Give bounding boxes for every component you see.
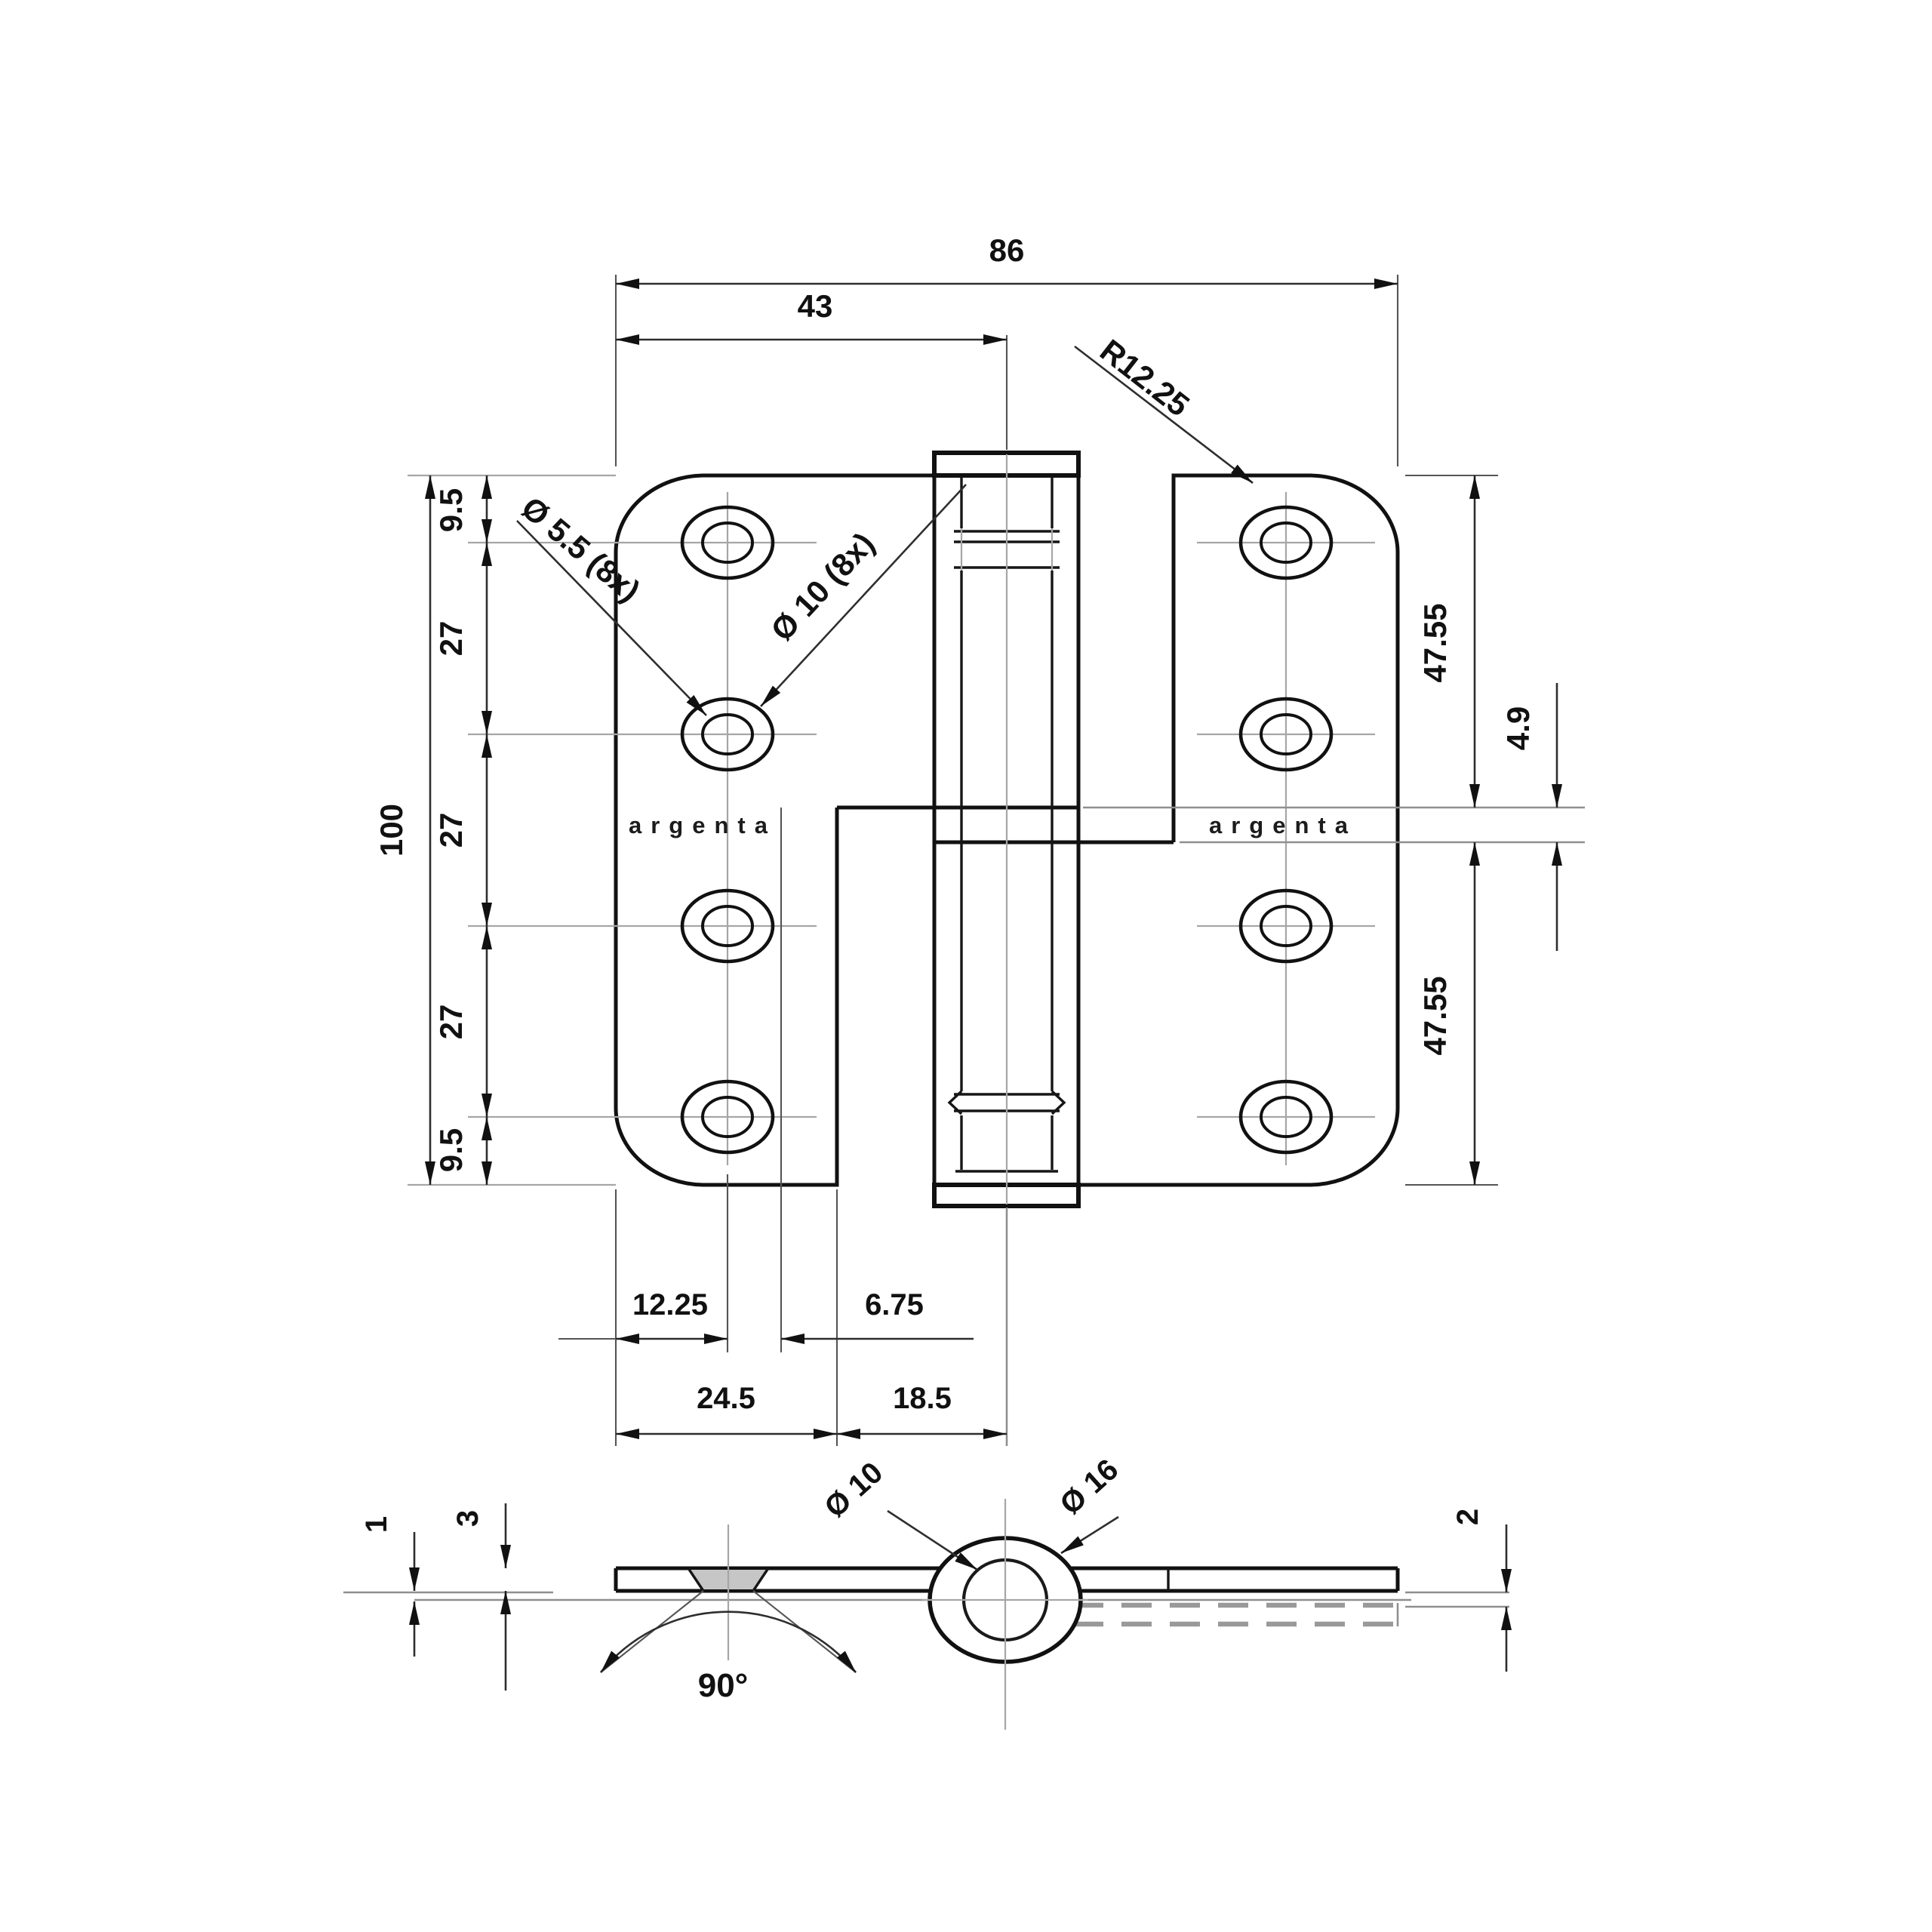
dimension-step-offset: 4.9 bbox=[1500, 683, 1562, 951]
screw-holes bbox=[680, 505, 1334, 1155]
front-view: argenta argenta 86 43 R12.25 100 bbox=[374, 232, 1585, 1446]
left-leaf bbox=[614, 473, 1078, 1187]
right-hole-4 bbox=[1238, 1079, 1334, 1155]
dim-4755-bottom-label: 47.55 bbox=[1417, 976, 1453, 1055]
dimension-overall-width: 86 bbox=[614, 232, 1399, 466]
dim-185-label: 18.5 bbox=[893, 1382, 952, 1415]
angle-90-label: 90° bbox=[698, 1667, 749, 1704]
left-leaf-section bbox=[614, 1524, 960, 1660]
right-hole-1 bbox=[1238, 505, 1334, 580]
knuckle-section bbox=[922, 1499, 1088, 1730]
left-row-lines bbox=[468, 541, 817, 1118]
right-row-lines bbox=[1197, 541, 1375, 1118]
dim-3-label: 3 bbox=[451, 1510, 485, 1527]
dim-675-label: 6.75 bbox=[865, 1288, 924, 1321]
dim-4755-top-label: 47.55 bbox=[1417, 603, 1453, 682]
dim-43-label: 43 bbox=[798, 288, 833, 324]
dim-1-label: 1 bbox=[360, 1516, 393, 1533]
right-hole-3 bbox=[1238, 888, 1334, 964]
knuckle-barrel bbox=[932, 451, 1081, 1208]
dimension-leaf-gap: 1 bbox=[360, 1516, 420, 1657]
left-hole-2 bbox=[680, 697, 775, 772]
section-view: 90° Ø 10 Ø 16 3 bbox=[343, 1453, 1512, 1730]
radius-label: R12.25 bbox=[1094, 332, 1196, 423]
countersink-hole-label: Ø 5.5 (8x) bbox=[515, 490, 647, 609]
dimension-hole-chain: 9.5 27 27 27 9.5 bbox=[433, 475, 492, 1185]
left-hole-1 bbox=[680, 505, 775, 580]
dim-2-label: 2 bbox=[1451, 1509, 1484, 1525]
chain-9-5-bottom: 9.5 bbox=[433, 1128, 469, 1172]
dim-4-9-label: 4.9 bbox=[1500, 706, 1536, 750]
dim-86-label: 86 bbox=[989, 232, 1025, 268]
countersink-slants bbox=[687, 1567, 770, 1592]
right-hole-2 bbox=[1238, 697, 1334, 772]
chain-27-3: 27 bbox=[433, 1004, 469, 1040]
leaf-edge-extension-lines bbox=[408, 474, 616, 1186]
dimension-corner-radius: R12.25 bbox=[1074, 332, 1254, 485]
dim-1225-label: 12.25 bbox=[632, 1288, 708, 1321]
left-leaf-outline bbox=[614, 473, 934, 1187]
right-leaf bbox=[934, 473, 1400, 1187]
chain-27-2: 27 bbox=[433, 813, 469, 848]
chain-9-5-top: 9.5 bbox=[433, 488, 469, 532]
pin-sleeve-lines bbox=[960, 477, 1054, 1170]
brand-right: argenta bbox=[1209, 812, 1357, 838]
dim-100-label: 100 bbox=[374, 804, 409, 857]
left-hole-3 bbox=[680, 888, 775, 964]
pin-diameter-label: Ø 10 bbox=[818, 1456, 889, 1524]
dimension-overall-height: 100 bbox=[374, 475, 435, 1185]
left-hole-4 bbox=[680, 1079, 775, 1155]
hole-callouts: Ø 5.5 (8x) Ø 10 (8x) bbox=[515, 484, 967, 716]
knuckle-diameter-label: Ø 16 bbox=[1054, 1453, 1124, 1521]
brand-left: argenta bbox=[629, 812, 777, 838]
dimension-second-leaf-thickness: 2 bbox=[1405, 1509, 1512, 1672]
dimension-bottom: 12.25 6.75 24.5 18.5 bbox=[558, 808, 1008, 1446]
dim-245-label: 24.5 bbox=[697, 1382, 755, 1415]
right-leaf-outline bbox=[1078, 473, 1400, 1187]
hole-centerlines bbox=[408, 474, 1375, 1186]
countersink-angle: 90° bbox=[599, 1590, 857, 1704]
dimension-half-width: 43 bbox=[616, 288, 1008, 450]
chain-27-1: 27 bbox=[433, 621, 469, 657]
head-hole-label: Ø 10 (8x) bbox=[764, 525, 881, 648]
dimension-right-top: 47.55 47.55 bbox=[1083, 474, 1585, 1186]
pin-hidden-lines bbox=[960, 528, 1054, 571]
dimension-leaf-thickness: 3 bbox=[451, 1503, 511, 1690]
